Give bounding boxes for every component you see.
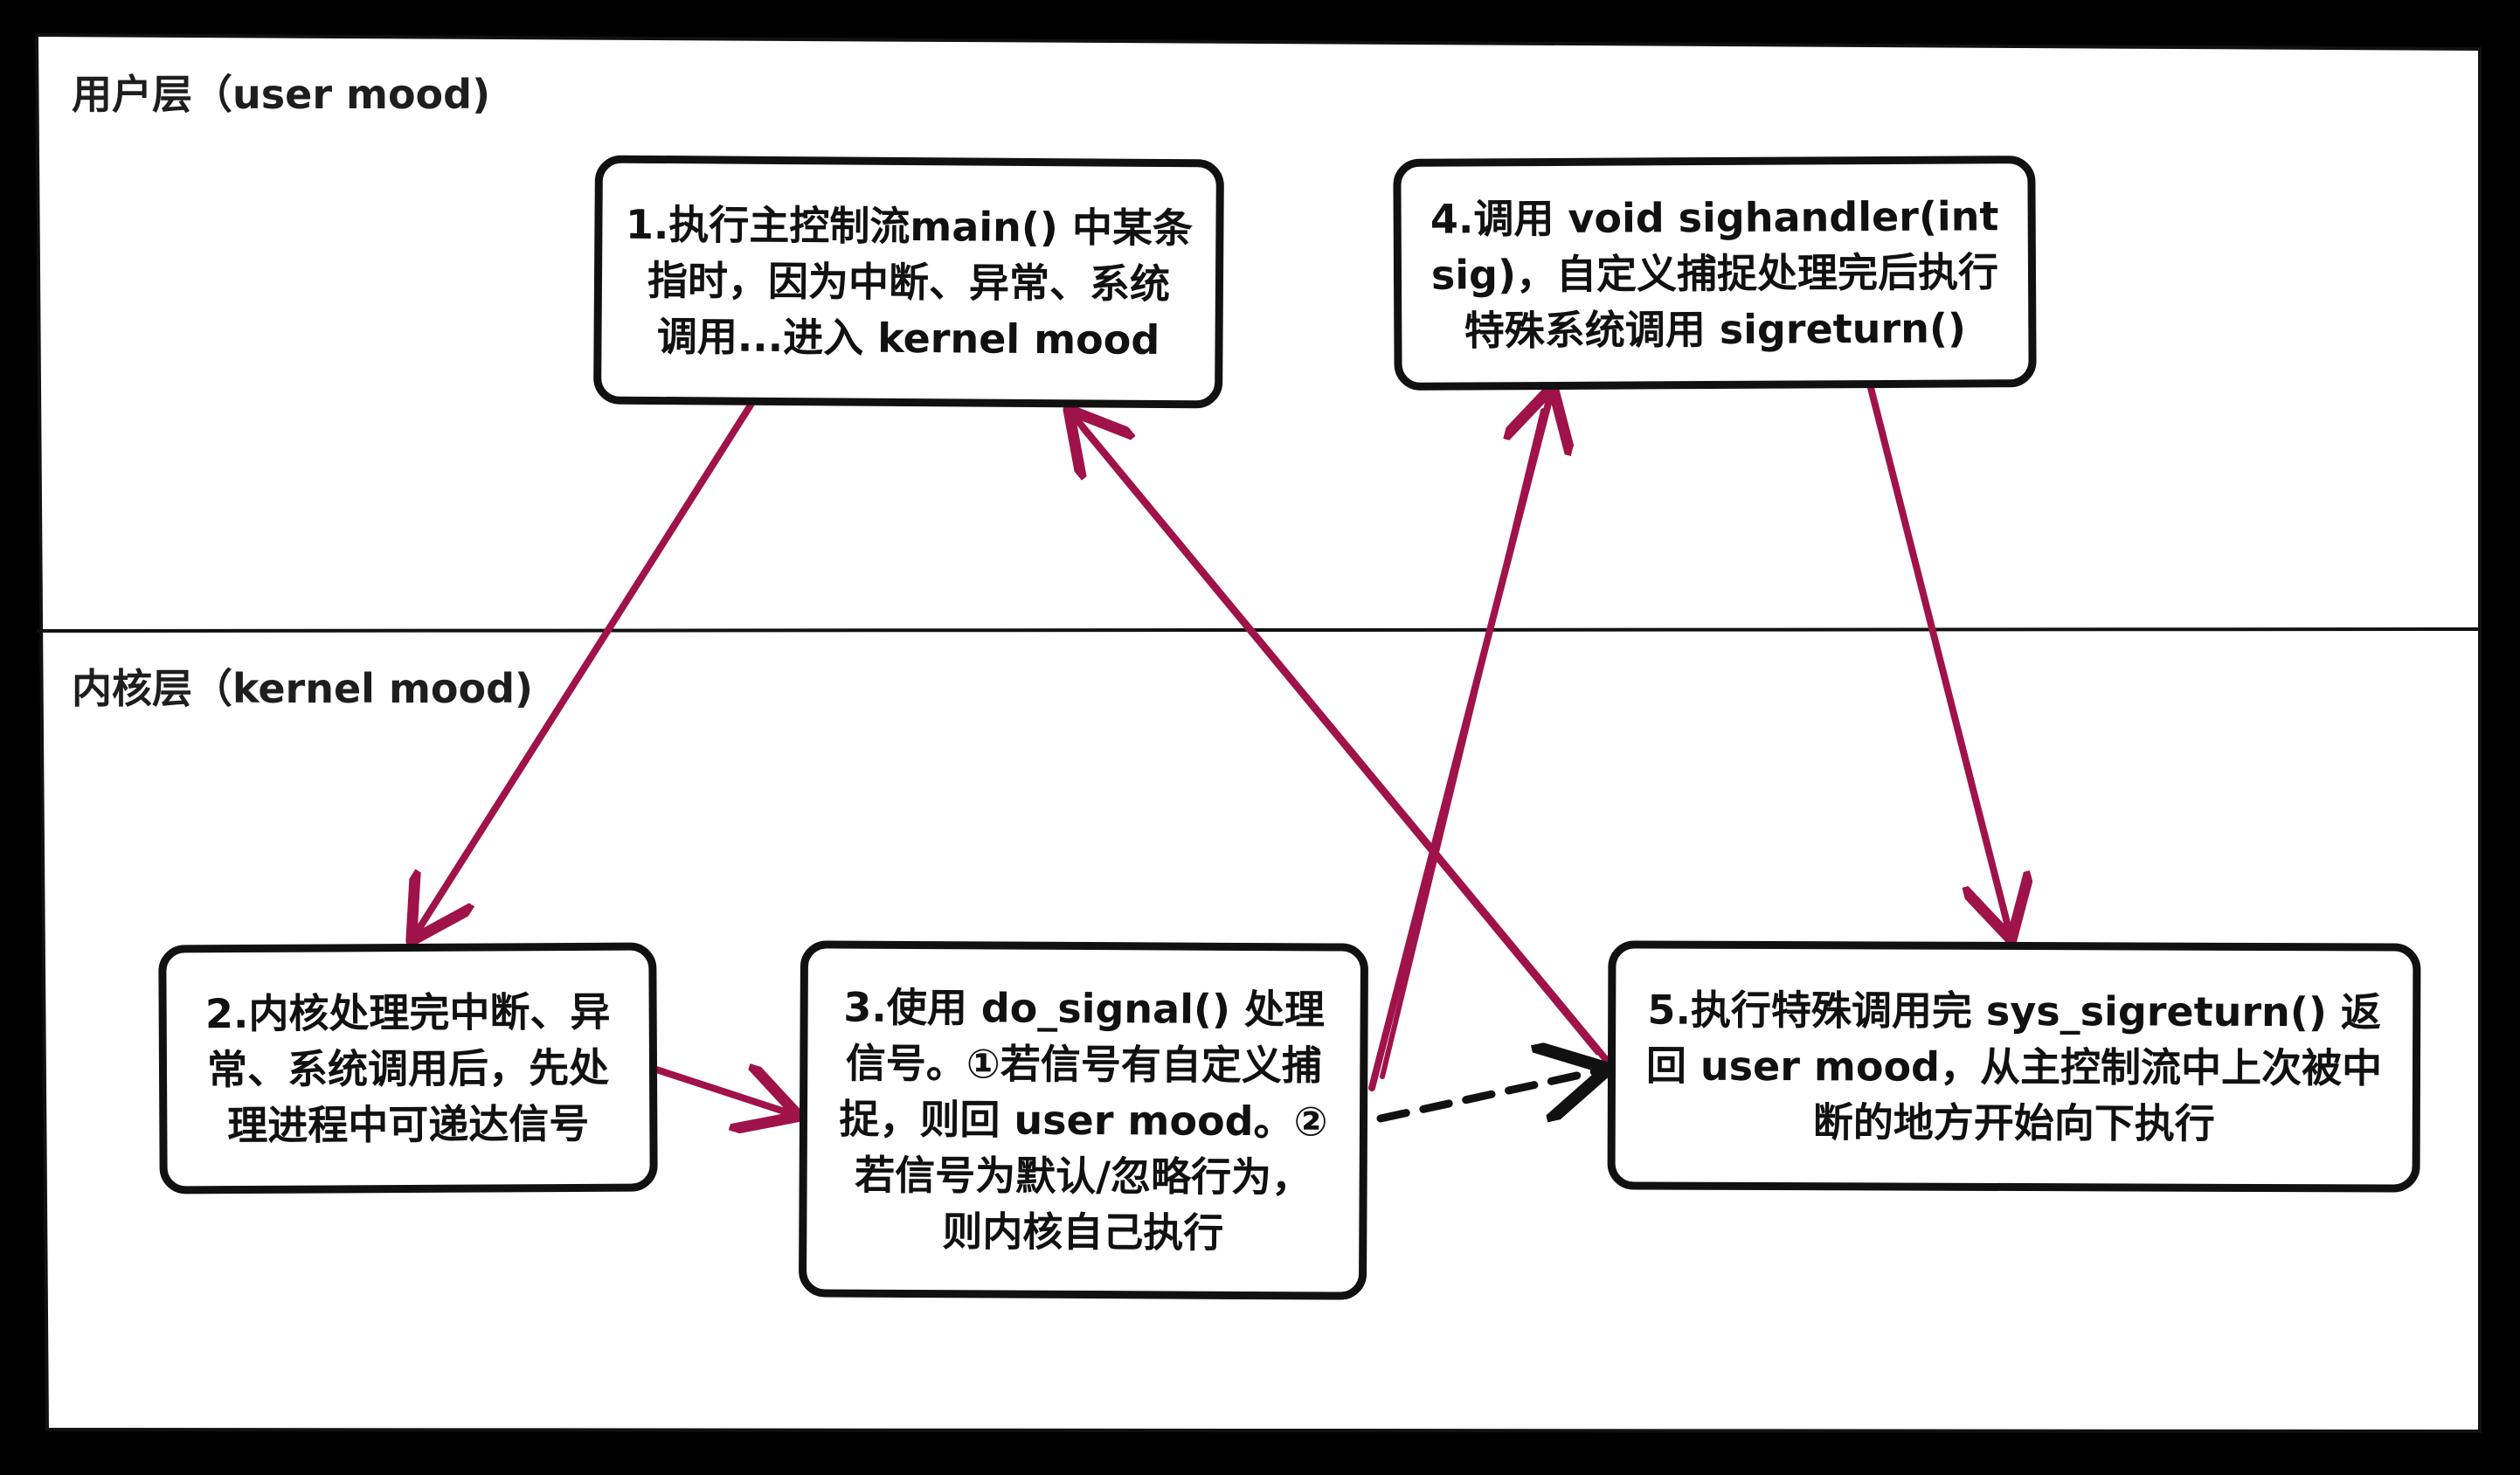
step-5-line: 断的地方开始向下执行 [1812, 1098, 2215, 1147]
step-2-line: 常、系统调用后，先处 [206, 1043, 610, 1093]
step-3-text: 3.使用 do_signal() 处理 信号。①若信号有自定义捕 捉，则回 us… [839, 980, 1329, 1262]
arrow-step1-to-step2 [415, 400, 755, 935]
step-5-line: 回 user mood，从主控制流中上次被中 [1645, 1042, 2383, 1091]
step-4-line: 4.调用 void sighandler(int [1430, 191, 1999, 243]
step-3-line: 信号。①若信号有自定义捕 [845, 1039, 1322, 1090]
arrow-step4-to-step5 [1866, 381, 2010, 933]
step-5-line: 5.执行特殊调用完 sys_sigreturn() 返 [1647, 986, 2382, 1035]
user-layer-label: 用户层（user mood) [72, 71, 491, 118]
step-1-text: 1.执行主控制流main() 中某条 指时，因为中断、异常、系统 调用...进入… [625, 196, 1193, 368]
step-3-line: 3.使用 do_signal() 处理 [843, 983, 1326, 1034]
step-4-box: 4.调用 void sighandler(int sig)，自定义捕捉处理完后执… [1393, 156, 2037, 391]
step-1-line: 1.执行主控制流main() 中某条 [625, 200, 1194, 252]
step-2-text: 2.内核处理完中断、异 常、系统调用后，先处 理进程中可递达信号 [205, 983, 611, 1153]
arrow-step2-to-step3 [647, 1068, 793, 1114]
step-3-line: 若信号为默认/忽略行为， [855, 1151, 1312, 1201]
step-1-line: 指时，因为中断、异常、系统 [647, 256, 1171, 308]
step-4-line: sig)，自定义捕捉处理完后执行 [1430, 247, 1999, 299]
arrow-step3-to-step5-dashed [1376, 1070, 1601, 1123]
step-2-line: 理进程中可递达信号 [227, 1099, 590, 1149]
step-2-line: 2.内核处理完中断、异 [204, 987, 611, 1037]
step-4-line: 特殊系统调用 sigreturn() [1464, 303, 1967, 355]
step-5-box: 5.执行特殊调用完 sys_sigreturn() 返 回 user mood，… [1607, 940, 2421, 1193]
step-1-box: 1.执行主控制流main() 中某条 指时，因为中断、异常、系统 调用...进入… [593, 155, 1224, 409]
step-2-box: 2.内核处理完中断、异 常、系统调用后，先处 理进程中可递达信号 [158, 942, 658, 1195]
kernel-layer-label: 内核层（kernel mood) [72, 665, 534, 712]
step-5-text: 5.执行特殊调用完 sys_sigreturn() 返 回 user mood，… [1646, 981, 2383, 1152]
step-4-text: 4.调用 void sighandler(int sig)，自定义捕捉处理完后执… [1430, 188, 2000, 358]
layer-divider [36, 627, 2481, 633]
step-1-line: 调用...进入 kernel mood [656, 312, 1160, 364]
arrow-step5-to-step1-sketch [1079, 426, 1600, 1056]
step-3-line: 则内核自己执行 [942, 1208, 1224, 1257]
step-3-line: 捉，则回 user mood。② [839, 1095, 1328, 1146]
step-3-box: 3.使用 do_signal() 处理 信号。①若信号有自定义捕 捉，则回 us… [798, 940, 1369, 1300]
arrow-step3-to-step4-sketch [1380, 408, 1546, 1079]
